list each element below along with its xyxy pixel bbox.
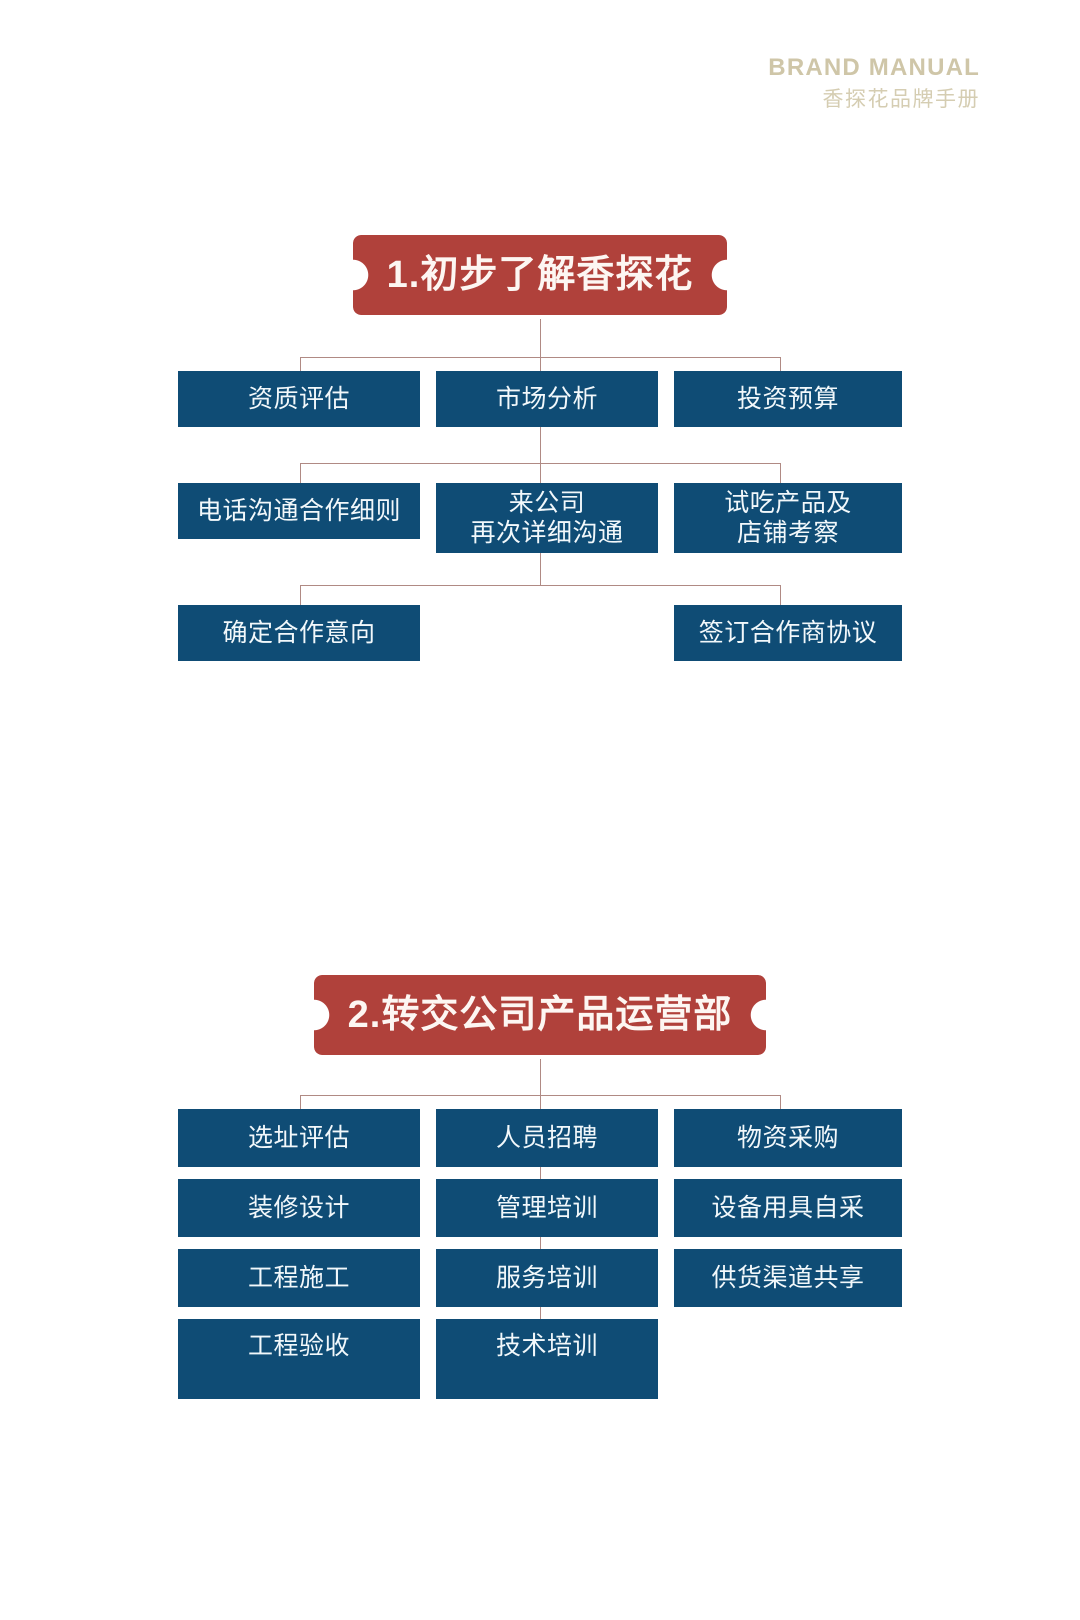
process-box[interactable]: 管理培训 (436, 1179, 658, 1237)
section-2-column-3: 物资采购 设备用具自采 供货渠道共享 (540, 1109, 902, 1411)
process-box[interactable]: 供货渠道共享 (674, 1249, 902, 1307)
connector-vertical-center (540, 427, 541, 463)
process-box[interactable]: 签订合作商协议 (674, 605, 902, 661)
process-box[interactable]: 装修设计 (178, 1179, 420, 1237)
connector-vertical-center (540, 553, 541, 585)
section-1-connector-rails-2 (0, 427, 1080, 483)
connector-vertical-mid (540, 357, 541, 371)
section-1-banner-wrap: 1.初步了解香探花 (0, 235, 1080, 319)
flow-section-1: 1.初步了解香探花 资质评估 市场分析 投资预算 电话沟通合作细则 来公司 再次… (0, 235, 1080, 661)
section-2-connector-rails (0, 1059, 1080, 1109)
process-box[interactable]: 确定合作意向 (178, 605, 420, 661)
section-1-connector-rails-3 (0, 553, 1080, 605)
connector-vertical-left (300, 1095, 301, 1109)
process-box[interactable]: 工程验收 (178, 1319, 420, 1399)
brand-manual-title-cn: 香探花品牌手册 (822, 88, 980, 111)
connector-vertical-right (780, 1095, 781, 1109)
process-box[interactable]: 技术培训 (436, 1319, 658, 1399)
process-box[interactable]: 物资采购 (674, 1109, 902, 1167)
section-1-row-2: 电话沟通合作细则 来公司 再次详细沟通 试吃产品及 店铺考察 (178, 483, 902, 553)
connector-vertical-mid (540, 463, 541, 483)
section-2-banner-wrap: 2.转交公司产品运营部 (0, 975, 1080, 1059)
connector-tick (540, 1167, 541, 1179)
connector-horizontal (300, 585, 780, 586)
brand-header: BRAND MANUAL 香探花品牌手册 (768, 54, 980, 111)
process-box[interactable]: 试吃产品及 店铺考察 (674, 483, 902, 553)
process-box[interactable]: 服务培训 (436, 1249, 658, 1307)
section-2-banner-label: 2.转交公司产品运营部 (347, 994, 733, 1036)
process-box[interactable]: 人员招聘 (436, 1109, 658, 1167)
process-box[interactable]: 资质评估 (178, 371, 420, 427)
process-box[interactable]: 市场分析 (436, 371, 658, 427)
section-2-banner[interactable]: 2.转交公司产品运营部 (313, 975, 767, 1055)
process-box[interactable]: 设备用具自采 (674, 1179, 902, 1237)
process-box[interactable]: 投资预算 (674, 371, 902, 427)
connector-tick (540, 1237, 541, 1249)
section-1-banner-label: 1.初步了解香探花 (386, 254, 694, 296)
connector-vertical-right (780, 463, 781, 483)
brand-manual-title-en: BRAND MANUAL (768, 54, 980, 81)
section-1-connector-rails (0, 319, 1080, 371)
connector-vertical-left (300, 585, 301, 605)
section-1-row-1: 资质评估 市场分析 投资预算 (178, 371, 902, 427)
section-1-banner[interactable]: 1.初步了解香探花 (352, 235, 728, 315)
connector-vertical-center (540, 319, 541, 357)
section-1-row-3: 确定合作意向 签订合作商协议 (178, 605, 902, 661)
process-box[interactable]: 来公司 再次详细沟通 (436, 483, 658, 553)
connector-vertical-mid (540, 1095, 541, 1109)
flow-section-2: 2.转交公司产品运营部 选址评估 装修设计 工程施工 工程验收 人员招聘 管理培… (0, 975, 1080, 1411)
connector-vertical-center (540, 1059, 541, 1095)
connector-vertical-right (780, 357, 781, 371)
process-box[interactable]: 工程施工 (178, 1249, 420, 1307)
connector-vertical-left (300, 357, 301, 371)
section-2-columns: 选址评估 装修设计 工程施工 工程验收 人员招聘 管理培训 服务培训 技术培训 … (178, 1109, 902, 1411)
process-box-placeholder (436, 605, 658, 661)
process-box[interactable]: 电话沟通合作细则 (178, 483, 420, 539)
process-box[interactable]: 选址评估 (178, 1109, 420, 1167)
connector-tick (540, 1307, 541, 1319)
connector-vertical-right (780, 585, 781, 605)
section-2-column-1: 选址评估 装修设计 工程施工 工程验收 (178, 1109, 541, 1411)
section-2-column-2: 人员招聘 管理培训 服务培训 技术培训 (436, 1109, 658, 1411)
connector-vertical-left (300, 463, 301, 483)
